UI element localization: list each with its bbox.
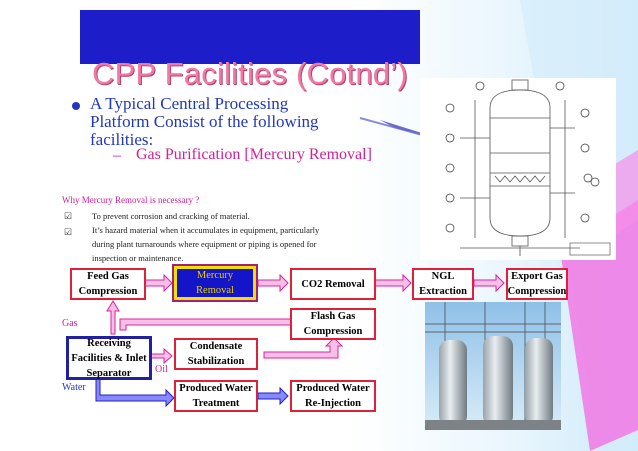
- why-heading: Why Mercury Removal is necessary ?: [62, 195, 200, 205]
- oil-label: Oil: [155, 364, 168, 375]
- co2-removal-box: CO2 Removal: [290, 268, 376, 300]
- main-bullet: A Typical Central Processing Platform Co…: [90, 94, 319, 149]
- title-banner: [80, 10, 420, 64]
- flash-gas-compression-box: Flash Gas Compression: [290, 308, 376, 340]
- produced-water-treatment-box: Produced Water Treatment: [174, 380, 258, 412]
- receiving-facilities-box: Receiving Facilities & Inlet Separator: [66, 336, 152, 380]
- gas-label: Gas: [62, 318, 78, 329]
- page-title: CPP Facilities (Cotnd’): [92, 56, 408, 91]
- bullet-dot: [72, 102, 80, 110]
- condensate-stabilization-box: Condensate Stabilization: [174, 338, 258, 370]
- vessel-drawing-image: [420, 78, 616, 260]
- feed-gas-compression-box: Feed Gas Compression: [70, 268, 146, 300]
- sub-bullet: Gas Purification [Mercury Removal]: [136, 146, 372, 163]
- produced-water-reinjection-box: Produced Water Re-Injection: [290, 380, 376, 412]
- export-gas-compression-box: Export Gas Compression: [506, 268, 568, 300]
- checkbox-icon: ☑: [64, 227, 73, 237]
- mercury-removal-box: Mercury Removal: [174, 266, 256, 300]
- sub-bullet-dash: –: [113, 147, 121, 164]
- reason-item: It’s hazard material when it accumulates…: [92, 225, 320, 263]
- ngl-extraction-box: NGL Extraction: [412, 268, 474, 300]
- vessel-photo-image: [425, 302, 561, 430]
- water-label: Water: [62, 382, 86, 393]
- checkbox-icon: ☑: [64, 211, 73, 221]
- reason-item: To prevent corrosion and cracking of mat…: [92, 211, 250, 221]
